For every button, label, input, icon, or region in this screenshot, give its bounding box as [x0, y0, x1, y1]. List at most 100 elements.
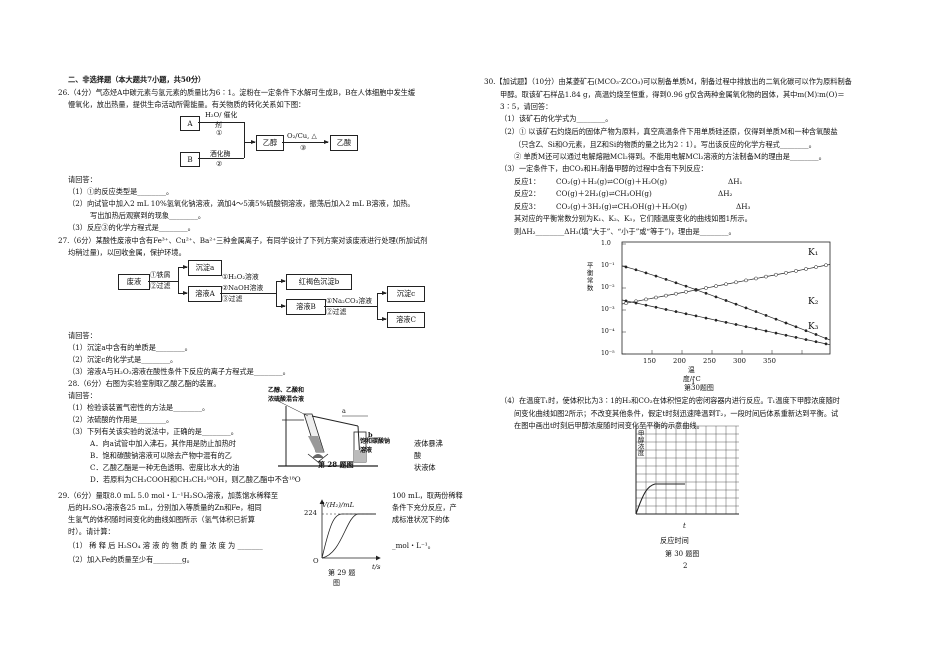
box-ppt-c: 沉淀c: [387, 286, 425, 302]
label-naoh: ②NaOH溶液: [222, 284, 264, 292]
label-o2-cu: O₂/Cu, △: [287, 132, 317, 140]
q30-stem-2: 甲醇。取该矿石样品1.84 g，高温灼烧至恒重，得到0.96 g仅含两种金属氧化…: [500, 90, 845, 99]
k3-curve-marker: [814, 340, 818, 344]
fig28-caption: 第 28 题图: [318, 460, 354, 469]
k2-curve-marker: [824, 336, 828, 340]
reaction-1-eq: CO₂(g)＋H₂(g)⇌CO(g)＋H₂O(g): [556, 177, 668, 186]
k3-curve-marker: [704, 316, 708, 320]
fig2-t-label: t: [683, 522, 686, 530]
q28-fragment-1: 液体暴沸: [414, 439, 443, 448]
reaction-3-dh: ΔH₃: [736, 202, 751, 211]
q30-compare: 则ΔH₂________ΔH₃(填“大于”、“小于”或“等于”)，理由是____…: [514, 227, 736, 236]
k3-curve-marker: [624, 299, 628, 303]
reaction-3-label: 反应3：: [514, 202, 541, 211]
fig1-label-k1: K₁: [808, 248, 819, 258]
arrow-red: [276, 278, 286, 283]
h2-volume-figure: [319, 499, 381, 561]
arrow-ppt-a: [178, 264, 188, 269]
k2-curve-marker: [674, 281, 678, 285]
q29-part-2: （2）加入Fe的质量至少有________g。: [68, 555, 194, 564]
flow-line-2: [220, 293, 276, 294]
fig1-label-k3: K₃: [808, 322, 819, 332]
q28-stem: 28.（6分）右图为实验室制取乙酸乙酯的装置。: [68, 379, 221, 388]
reaction-3-eq: CO₂(g)＋3H₂(g)⇌CH₃OH(g)＋H₂O(g): [556, 202, 688, 211]
fig1-ytick-2: 10⁻²: [601, 284, 615, 291]
k3-curve-marker: [684, 312, 688, 316]
fig2-xlabel: 反应时间: [660, 536, 689, 545]
k1-curve-marker: [684, 289, 688, 294]
fig28-label-a: a: [342, 407, 346, 415]
k1-curve-marker: [814, 265, 818, 269]
fig1-ylabel: 平衡常数: [585, 262, 594, 292]
q29-stem-3: 生氢气的体积随时间变化的曲线如图所示（氢气体积已折算: [68, 515, 255, 524]
fig1-label-k2: K₂: [808, 297, 819, 307]
q28-part-1: （1）检验该装置气密性的方法是________。: [68, 403, 210, 412]
q28-option-c: C．乙酸乙酯是一种无色透明、密度比水大的油: [90, 463, 240, 472]
q30-stem-1: 30.【加试题】（10分）由某菱矿石(MCO₃·ZCO₃)可以制备单质M，制备过…: [484, 77, 852, 86]
k1-curve-marker: [824, 263, 828, 268]
k3-curve-marker: [714, 318, 718, 322]
reaction-2-eq: CO(g)＋2H₂(g)⇌CH₃OH(g): [556, 189, 652, 198]
reaction-1-label: 反应1：: [514, 177, 541, 186]
box-b: B: [180, 152, 200, 167]
fig1-caption-2: 1: [691, 378, 696, 386]
fig28-label-na2co3-2: 溶液: [360, 447, 373, 454]
box-waste: 废液: [118, 274, 150, 290]
flow-line-3: [324, 306, 377, 307]
q27-ask: 请回答：: [68, 331, 97, 340]
fig29-caption-1: 第 29 题: [328, 569, 356, 577]
q28-option-d: D．若原料为CH₃COOH和CH₃CH₂¹⁸OH，则乙酸乙酯中不含¹⁸O: [90, 475, 301, 484]
k2-curve-marker: [724, 299, 728, 302]
box-acetic-acid: 乙酸: [330, 135, 358, 151]
k1-curve-marker: [764, 274, 768, 279]
q27-part-1: （1）沉淀a中含有的单质是________。: [68, 343, 192, 352]
box-ethanol: 乙醇: [256, 135, 284, 151]
q29-part-1: （1） 稀 释 后 H₂SO₄ 溶 液 的 物 质 的 量 浓 度 为 ____…: [68, 541, 263, 550]
label-filter-3: ③过滤: [222, 295, 243, 303]
q28-part-3: （3）下列有关该实验的说法中，正确的是________。: [68, 427, 238, 436]
label-iron: ①铁屑: [150, 271, 171, 279]
k1-curve-marker: [734, 280, 738, 285]
q30-part-3: （3）一定条件下，由CO₂和H₂制备甲醇的过程中含有下列反应：: [500, 164, 708, 173]
k2-curve-marker: [654, 274, 658, 278]
q30-part-4-3: 在图中画出t时刻后甲醇浓度随时间变化至平衡的示意曲线。: [514, 421, 704, 430]
k1-curve-marker: [714, 284, 718, 288]
label-step-2: ②: [216, 160, 223, 168]
reaction-1-dh: ΔH₁: [728, 177, 743, 186]
q29-stem-4: 时）。请计算：: [68, 527, 115, 536]
q30-stem-3: 3∶5，请回答：: [500, 102, 553, 111]
fig1-xtick-150: 150: [643, 357, 656, 365]
q28-part-2: （2）浓硫酸的作用是________。: [68, 415, 174, 424]
k1-curve-marker: [664, 293, 668, 298]
q26-part-2b: 写出加热后观察到的现象________。: [90, 211, 206, 220]
section-title: 二、非选择题（本大题共7小题，共50分）: [68, 75, 206, 84]
flow-vert-2: [276, 281, 277, 306]
fig28-label-na2co3: 饱和碳酸钠: [360, 438, 391, 445]
flow-vert-1: [178, 267, 179, 293]
k3-curve-marker: [774, 331, 778, 335]
box-ppt-a: 沉淀a: [188, 260, 222, 276]
label-h2o: H₂O/ 催化: [205, 111, 238, 119]
q28-ask: 请回答：: [68, 391, 97, 400]
fig1-caption: 第30题图: [684, 384, 714, 392]
k2-curve-marker: [804, 329, 808, 333]
label-agent: 剂: [215, 121, 222, 129]
methanol-concentration-grid[interactable]: [633, 424, 743, 520]
box-solution-b: 溶液B: [286, 299, 326, 315]
k3-curve-marker: [804, 338, 808, 342]
q27-part-3: （3）溶液A与H₂O₂溶液在酸性条件下反应的离子方程式是________。: [68, 367, 290, 376]
k1-curve-marker: [754, 276, 758, 281]
q27-part-2: （2）沉淀c的化学式是________。: [68, 355, 178, 364]
arrow-a-line: [198, 122, 244, 123]
arrow-sol-b: [276, 303, 286, 308]
q29-right-1: 100 mL，取两份稀释: [392, 491, 463, 500]
fig29-xlabel: t/s: [372, 563, 381, 571]
k3-curve-marker: [784, 333, 788, 337]
box-a: A: [180, 116, 200, 131]
q30-part-1: （1）该矿石的化学式为________。: [500, 114, 613, 123]
k3-curve-marker: [734, 323, 738, 326]
label-step-1: ①: [216, 129, 223, 137]
k2-curve-marker: [644, 271, 648, 275]
q26-part-2a: （2）向试管中加入2 mL 10%氢氧化钠溶液，滴加4～5滴5%硫酸铜溶液，振荡…: [68, 199, 415, 208]
